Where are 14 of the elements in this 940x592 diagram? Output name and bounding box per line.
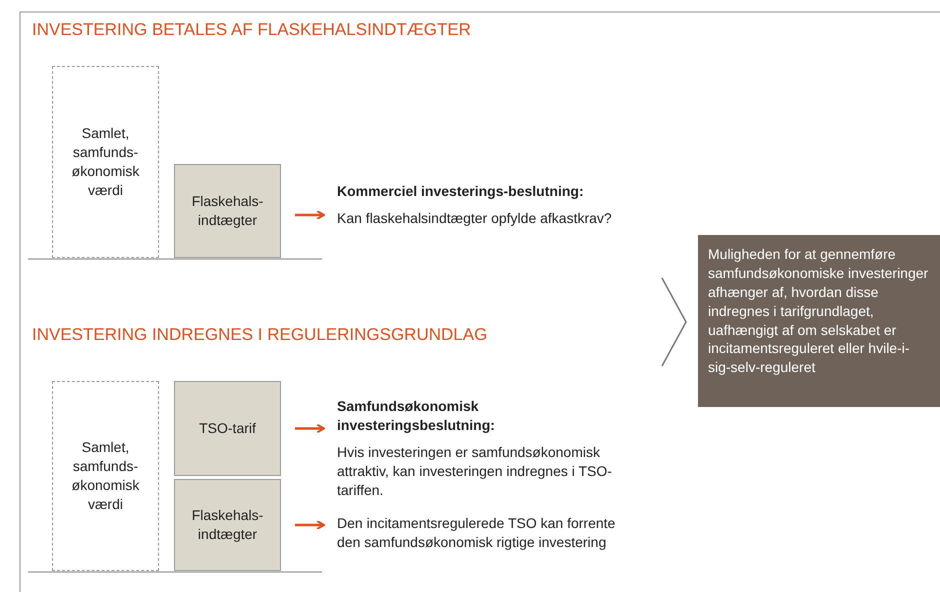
revenue-bar: TSO-tarif [174,381,281,476]
revenue-bar: Flaskehals-indtægter [174,164,281,258]
arrow [295,424,325,434]
decision-text: Kommerciel investerings-beslutning: Kan flaskehalsindtægter opfylde afkastkrav? [337,182,637,258]
note-box: Muligheden for at gennemføre samfundsøkonomiske investeringer afhænger af, hvordan disse indregnes i tarifgrundlaget, uafhængigt af om selskabet er incitamentsreguleret eller hvile-i-sig-selv-reguleret [698,235,940,407]
decision-text: Samfundsøkonomisk investeringsbeslutning: Hvis investeringen er samfundsøkonomisk attraktiv, kan investeringen indregnes i TSO-tariffen. [337,397,627,507]
revenue-bar: Flaskehals-indtægter [174,479,281,571]
value-bar: Samlet, samfunds-økonomisk værdi [52,381,159,571]
section-heading: INVESTERING INDREGNES I REGULERINGSGRUNDLAG [32,325,488,345]
section-heading: INVESTERING BETALES AF FLASKEHALSINDTÆGTER [32,20,471,40]
decision-text: Den incitamentsregulerede TSO kan forrente den samfundsøkonomisk rigtige investering [337,514,627,570]
value-bar: Samlet, samfunds-økonomisk værdi [52,66,159,258]
arrow [295,520,325,530]
arrow [295,210,325,220]
